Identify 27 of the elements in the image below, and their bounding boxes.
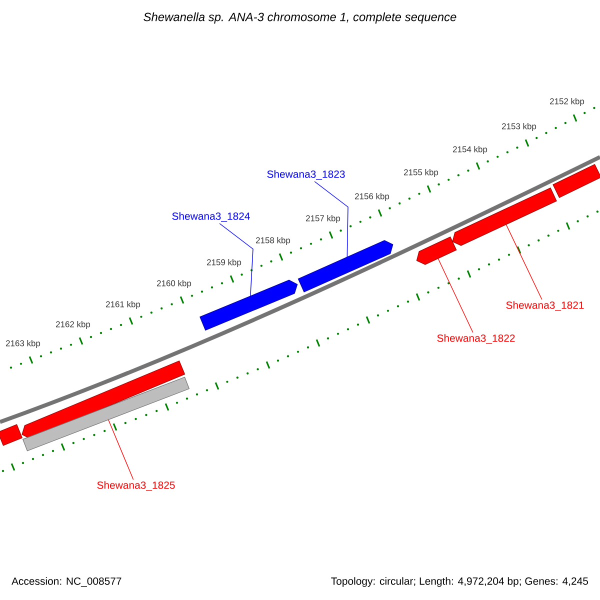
gene-feature [22, 360, 186, 440]
leader-line [108, 419, 134, 480]
gene-label: Shewana3_1825 [97, 481, 175, 491]
tick-label: 2154 kbp [453, 146, 488, 154]
tick-label: 2162 kbp [56, 321, 90, 329]
genome-info-text: Topology: circular; Length: 4,972,204 bp; Genes: 4,245 [331, 577, 588, 587]
gene-feature [200, 280, 298, 331]
leader-line [506, 224, 542, 300]
tick-label: 2152 kbp [550, 98, 584, 106]
tick-label: 2153 kbp [502, 123, 536, 131]
tick-label: 2161 kbp [106, 301, 140, 309]
tick-label: 2160 kbp [157, 280, 192, 288]
gene-feature [452, 188, 557, 246]
gene-feature [298, 240, 394, 292]
tick-label: 2158 kbp [256, 237, 290, 245]
leader-line [438, 258, 474, 333]
gene-label: Shewana3_1824 [172, 212, 250, 222]
gene-label: Shewana3_1822 [437, 334, 515, 344]
leader-line [219, 223, 254, 296]
gene-label: Shewana3_1821 [506, 301, 584, 311]
leader-line [314, 181, 348, 258]
tick-label: 2156 kbp [355, 193, 390, 201]
title: Shewanella sp. ANA-3 chromosome 1, complete sequence [144, 12, 456, 24]
accession-text: Accession: NC_008577 [12, 577, 122, 587]
gene-label: Shewana3_1823 [267, 170, 345, 180]
gene-feature [416, 236, 457, 265]
gene-feature [0, 424, 23, 446]
